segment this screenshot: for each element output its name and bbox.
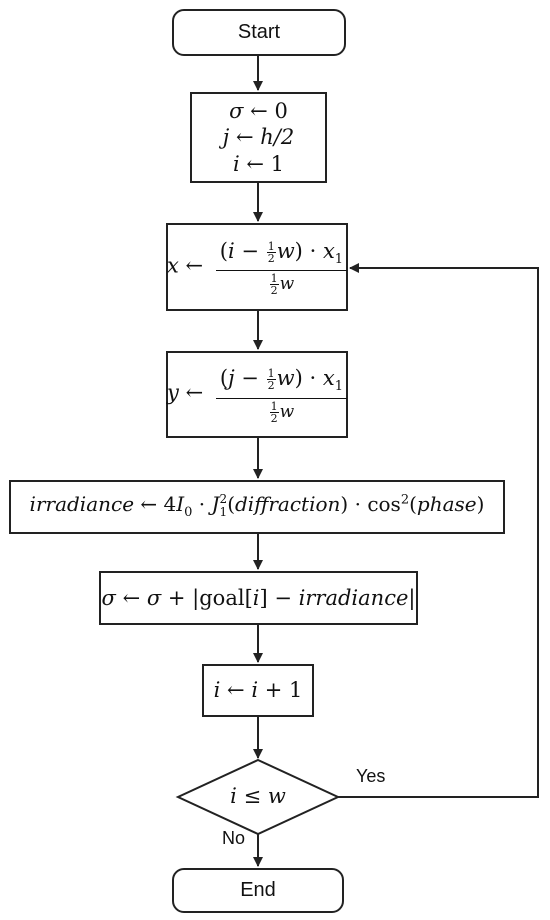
yes-label: Yes xyxy=(356,766,386,786)
init-i-line: i ← 1 xyxy=(232,151,285,176)
init-sigma-line: σ ← 0 xyxy=(229,99,288,124)
start-label: Start xyxy=(237,21,281,43)
no-label: No xyxy=(222,828,246,848)
increment-node: i ← i + 1 xyxy=(202,664,314,717)
sigma-update-node: σ ← σ + |goal[i] − irradiance| xyxy=(99,571,418,625)
increment-formula: i ← i + 1 xyxy=(213,678,303,703)
start-node: Start xyxy=(172,9,346,56)
condition-label: i ≤ w xyxy=(230,784,286,808)
init-node: σ ← 0 j ← h/2 i ← 1 xyxy=(190,92,327,183)
edge-yes-loop xyxy=(338,263,539,798)
sigma-update-formula: σ ← σ + |goal[i] − irradiance| xyxy=(101,585,416,610)
end-node: End xyxy=(172,868,344,913)
init-j-line: j ← h/2 xyxy=(222,125,295,150)
end-label: End xyxy=(240,879,276,901)
